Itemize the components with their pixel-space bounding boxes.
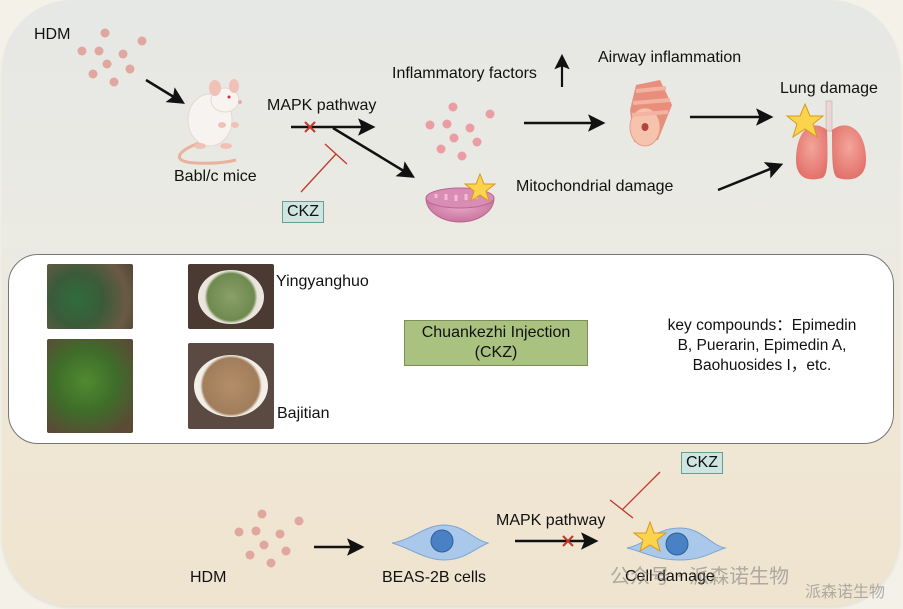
hdm-particles-bottom: [234, 509, 304, 568]
mapk-label-bottom: MAPK pathway: [496, 512, 606, 529]
key-compounds-text: key compounds：Epimedin B, Puerarin, Epim…: [644, 316, 880, 376]
arrow-hdm-to-mice: [145, 78, 185, 104]
damaged-cell-icon: [626, 527, 727, 561]
mouse-label: Babl/c mice: [174, 168, 257, 185]
compounds-line-2: B, Puerarin, Epimedin A,: [677, 337, 847, 354]
plant-photo-yingyanghuo: [47, 264, 133, 329]
inhibit-line-bottom: [609, 471, 661, 519]
inflammatory-factors-label: Inflammatory factors: [392, 65, 537, 82]
hdm-label-top: HDM: [34, 26, 71, 43]
star-icon-cell: [632, 520, 668, 553]
compounds-line-3: Baohuosides I，etc.: [692, 357, 832, 374]
hdm-label-bottom: HDM: [190, 569, 227, 586]
block-x-icon-bottom: [562, 535, 574, 547]
mouse-icon: [177, 79, 242, 165]
cell-damage-label: Cell damage: [625, 568, 715, 585]
ckz-injection-abbr: (CKZ): [474, 344, 518, 361]
beas2b-cell-icon: [391, 524, 490, 561]
airway-icon: [629, 80, 672, 147]
hdm-particles-top: [77, 28, 147, 87]
compounds-line-1: key compounds：Epimedin: [667, 317, 857, 334]
watermark-text-1: 公众号 · 派森诺生物: [610, 564, 790, 588]
lung-damage-label: Lung damage: [780, 80, 878, 97]
star-icon-mito: [463, 172, 497, 203]
yingyanghuo-label: Yingyanghuo: [276, 273, 369, 290]
block-x-icon-top: [304, 121, 316, 133]
ckz-box-top: CKZ: [282, 201, 324, 223]
beas2b-cells-label: BEAS-2B cells: [382, 569, 487, 586]
arrow-mapk-mitochondria: [332, 126, 415, 178]
herb-photo-yingyanghuo-dried: [188, 264, 274, 329]
ckz-injection-name: Chuankezhi Injection: [421, 324, 571, 341]
watermark-text-2: 派森诺生物: [805, 582, 886, 601]
mitochondrial-damage-label: Mitochondrial damage: [516, 178, 674, 195]
plant-photo-bajitian: [47, 339, 133, 433]
lungs-icon: [796, 100, 866, 180]
ckz-box-bottom: CKZ: [681, 452, 723, 474]
inhibit-line-top: [300, 143, 348, 193]
arrow-mito-to-lung: [717, 162, 784, 192]
ckz-injection-box: Chuankezhi Injection (CKZ): [404, 320, 588, 366]
bajitian-label: Bajitian: [277, 405, 330, 422]
airway-inflammation-label: Airway inflammation: [598, 49, 742, 66]
mapk-label-top: MAPK pathway: [267, 97, 377, 114]
herb-photo-bajitian-dried: [188, 343, 274, 429]
inflammatory-particles: [425, 102, 495, 161]
star-icon-lung: [785, 102, 825, 139]
